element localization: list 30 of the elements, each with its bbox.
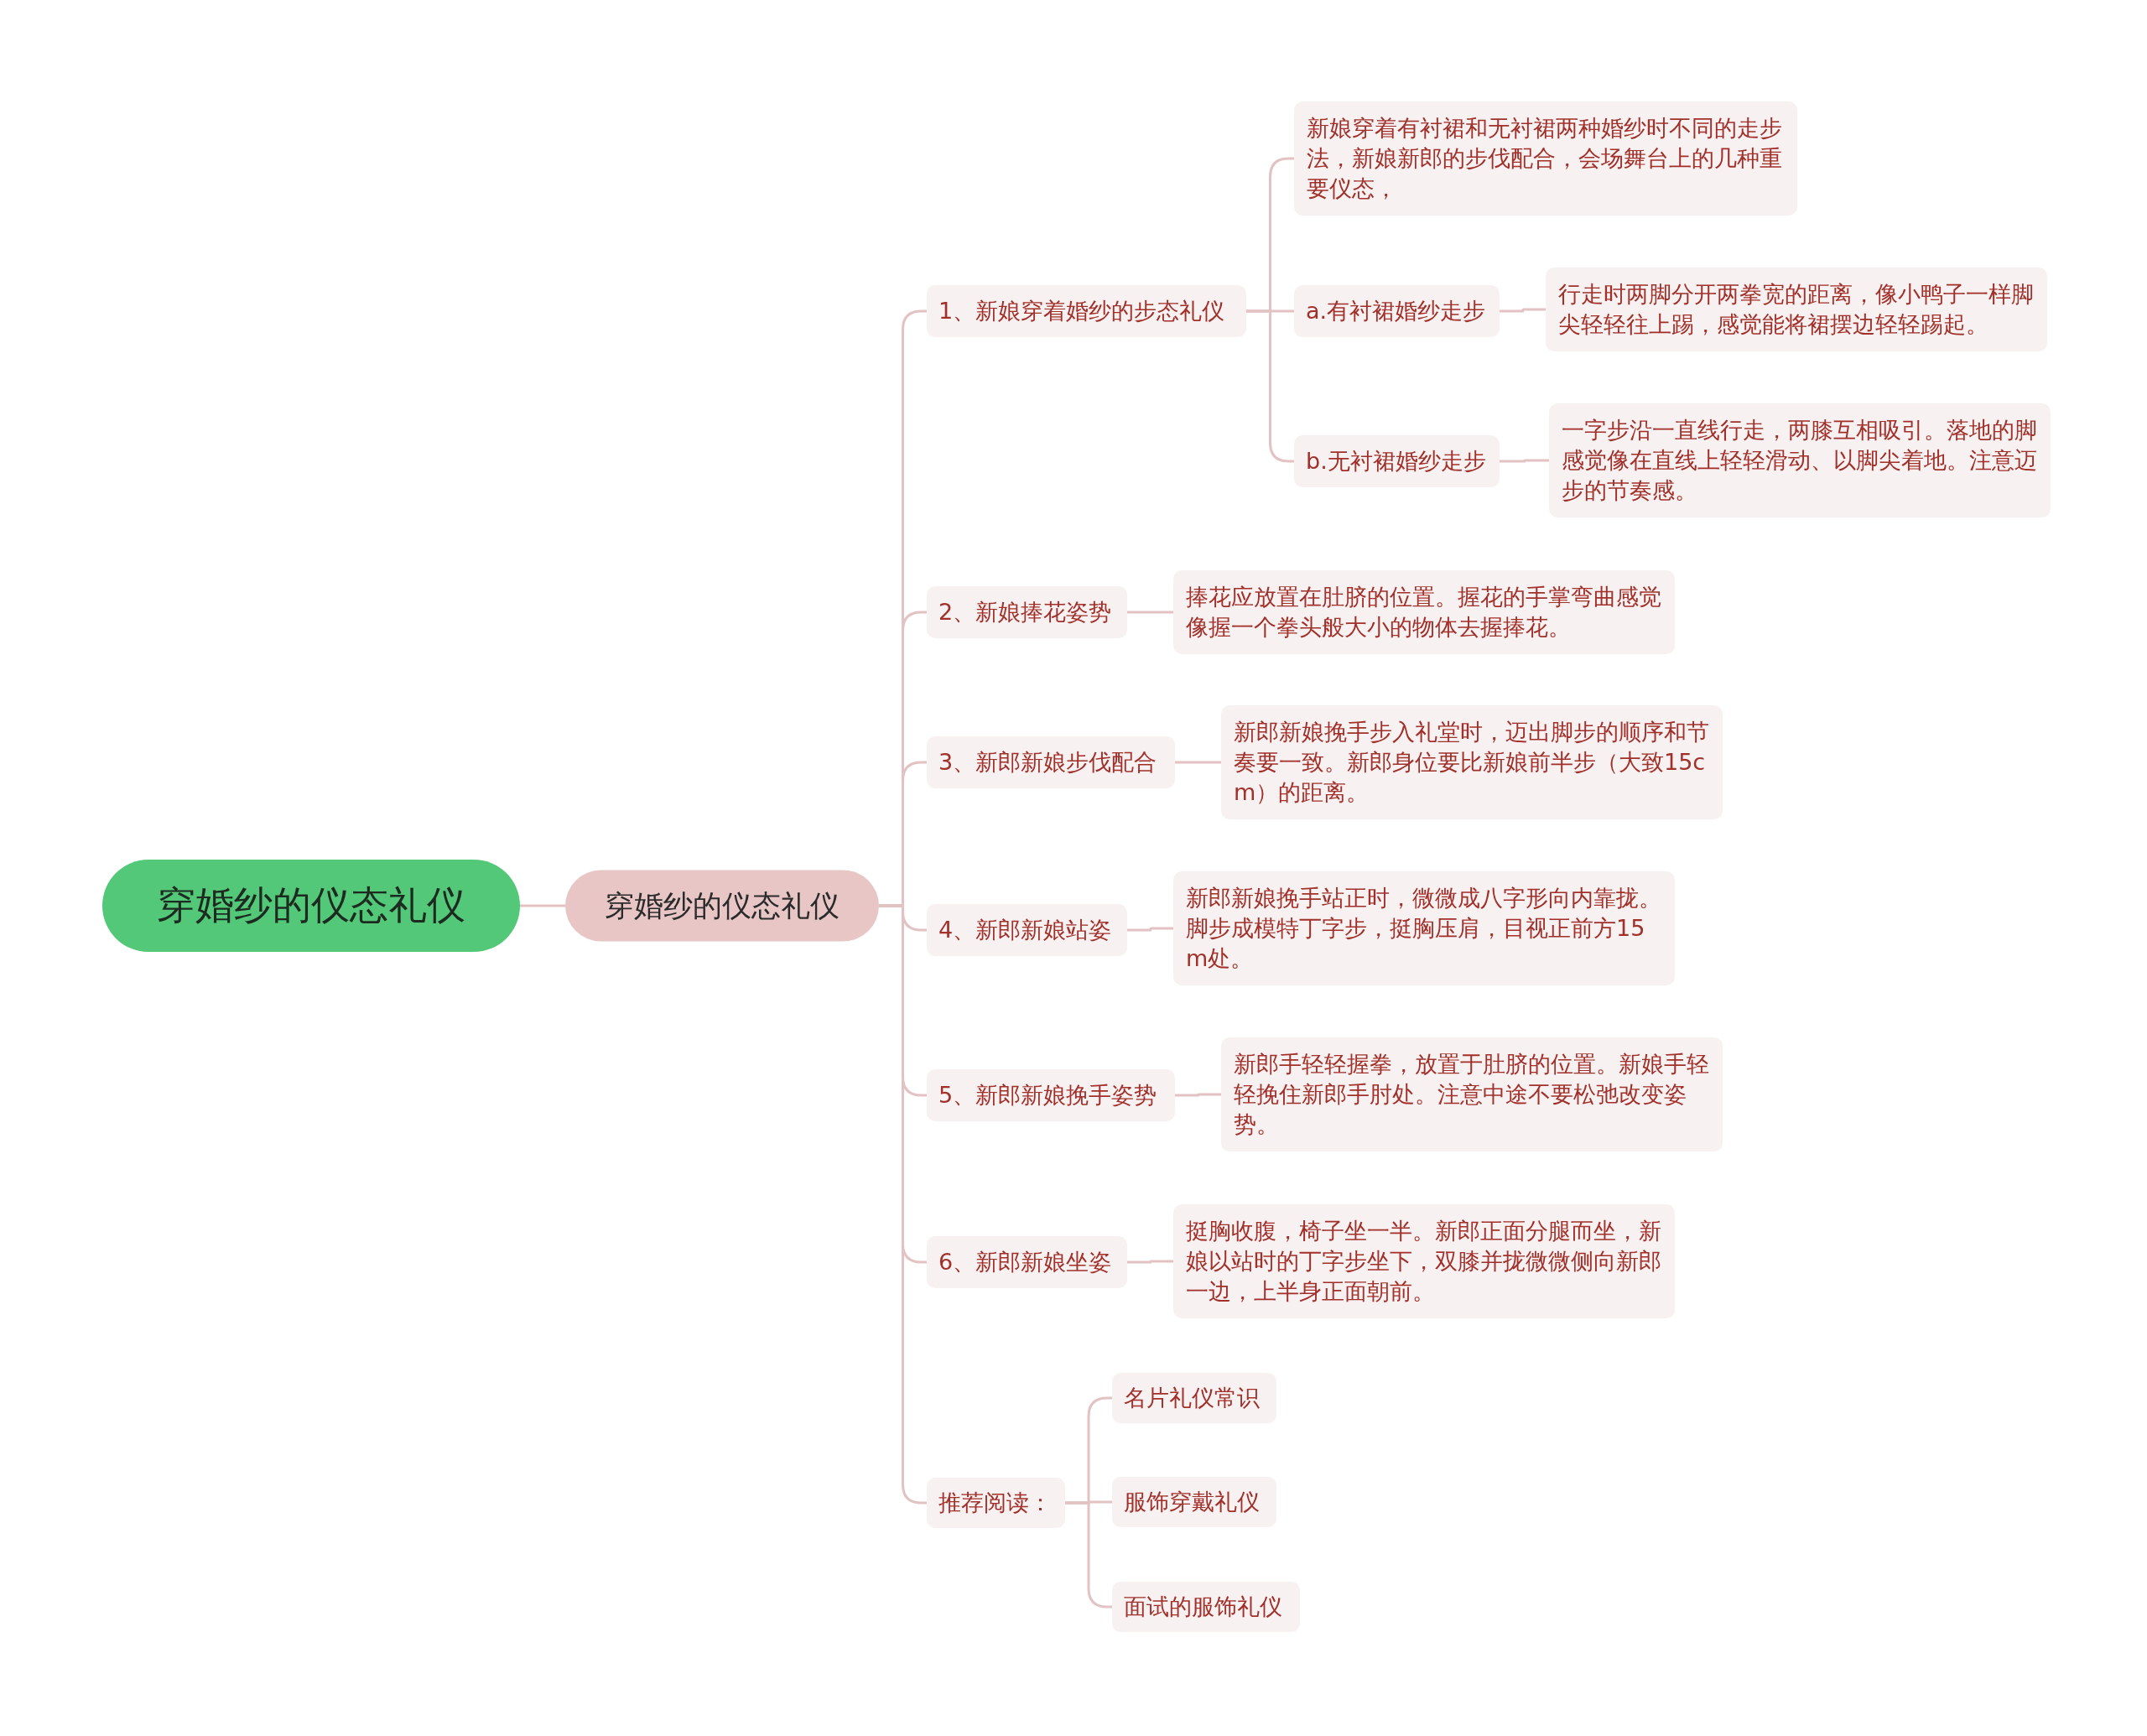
connector-line (1127, 611, 1173, 614)
connector-line (1127, 1260, 1173, 1264)
root-topic-pill: 穿婚纱的仪态礼仪 (102, 860, 520, 952)
note-box: 一字步沿一直线行走，两膝互相吸引。落地的脚感觉像在直线上轻轻滑动、以脚尖着地。注意迈步的节奏感。 (1549, 403, 2051, 517)
connector-line (520, 904, 565, 907)
branch-topic-box: 名片礼仪常识 (1112, 1373, 1276, 1423)
connector-line (1175, 761, 1221, 764)
connector-line (1127, 927, 1173, 932)
branch-topic-box: 5、新郎新娘挽手姿势 (927, 1069, 1175, 1121)
branch-topic-box: a.有衬裙婚纱走步 (1294, 285, 1500, 337)
branch-topic-box: 推荐阅读： (927, 1478, 1065, 1528)
note-box: 新郎手轻轻握拳，放置于肚脐的位置。新娘手轻轻挽住新郎手肘处。注意中途不要松弛改变姿势。 (1221, 1037, 1723, 1151)
connector-line (1500, 459, 1549, 463)
branch-topic-box: 1、新娘穿着婚纱的步态礼仪 (927, 285, 1246, 337)
note-box: 捧花应放置在肚脐的位置。握花的手掌弯曲感觉像握一个拳头般大小的物体去握捧花。 (1173, 570, 1675, 654)
note-box: 新娘穿着有衬裙和无衬裙两种婚纱时不同的走步法，新娘新郎的步伐配合，会场舞台上的几种重要仪态， (1294, 101, 1797, 216)
branch-topic-box: b.无衬裙婚纱走步 (1294, 435, 1500, 487)
branch-topic-box: 4、新郎新娘站姿 (927, 904, 1127, 956)
connector-line (1500, 308, 1546, 313)
main-topic-pill: 穿婚纱的仪态礼仪 (565, 870, 879, 942)
note-box: 新郎新娘挽手步入礼堂时，迈出脚步的顺序和节奏要一致。新郎身位要比新娘前半步（大致15cm）的距离。 (1221, 705, 1723, 819)
note-box: 行走时两脚分开两拳宽的距离，像小鸭子一样脚尖轻轻往上踢，感觉能将裙摆边轻轻踢起。 (1546, 268, 2047, 351)
connector-line (1175, 1093, 1221, 1097)
branch-topic-box: 面试的服饰礼仪 (1112, 1582, 1300, 1632)
branch-topic-box: 3、新郎新娘步伐配合 (927, 736, 1175, 788)
note-box: 挺胸收腹，椅子坐一半。新郎正面分腿而坐，新娘以站时的丁字步坐下，双膝并拢微微侧向新郎一边，上半身正面朝前。 (1173, 1204, 1675, 1318)
branch-topic-box: 2、新娘捧花姿势 (927, 586, 1127, 638)
note-box: 新郎新娘挽手站正时，微微成八字形向内靠拢。脚步成模特丁字步，挺胸压肩，目视正前方15m处。 (1173, 871, 1675, 985)
branch-topic-box: 6、新郎新娘坐姿 (927, 1236, 1127, 1288)
branch-topic-box: 服饰穿戴礼仪 (1112, 1477, 1276, 1527)
